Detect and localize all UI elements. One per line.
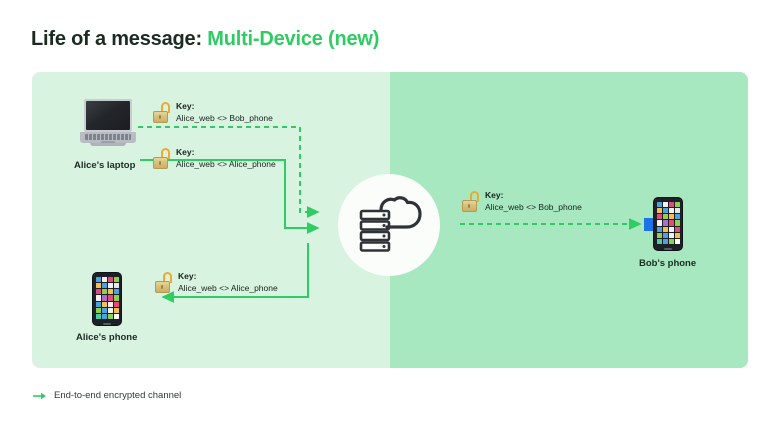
legend-label: End-to-end encrypted channel — [54, 390, 182, 401]
key-badge-laptop-to-bob: Key: Alice_web <> Bob_phone — [152, 101, 273, 124]
key-value: Alice_web <> Alice_phone — [178, 282, 278, 293]
alice-phone-icon — [92, 272, 122, 326]
app-grid — [95, 277, 119, 319]
key-label: Key: — [485, 190, 504, 200]
open-padlock-icon — [154, 272, 173, 293]
page-title-accent: Multi-Device (new) — [207, 28, 380, 50]
caption-alice-phone: Alice's phone — [76, 332, 138, 343]
laptop-icon — [80, 99, 136, 147]
key-value: Alice_web <> Alice_phone — [176, 158, 276, 169]
key-label: Key: — [176, 101, 195, 111]
open-padlock-icon — [152, 148, 171, 169]
key-value: Alice_web <> Bob_phone — [485, 201, 582, 212]
caption-alice-laptop: Alice's laptop — [74, 160, 136, 171]
key-badge-server-to-bob: Key: Alice_web <> Bob_phone — [461, 190, 582, 213]
key-label: Key: — [178, 271, 197, 281]
page-title-prefix: Life of a message: — [31, 28, 208, 50]
key-badge-server-to-alice-phone: Key: Alice_web <> Alice_phone — [154, 271, 278, 294]
page-title: Life of a message: Multi-Device (new) — [31, 28, 379, 51]
panel-server-side — [390, 72, 748, 368]
bob-phone-icon — [653, 197, 683, 251]
open-padlock-icon — [461, 191, 480, 212]
arrow-right-icon — [33, 392, 46, 399]
open-padlock-icon — [152, 102, 171, 123]
legend: End-to-end encrypted channel — [33, 390, 181, 401]
caption-bob-phone: Bob's phone — [639, 258, 697, 269]
cloud-server-icon — [338, 174, 440, 276]
key-value: Alice_web <> Bob_phone — [176, 112, 273, 123]
key-badge-laptop-to-alice-phone: Key: Alice_web <> Alice_phone — [152, 147, 276, 170]
app-grid — [656, 202, 680, 244]
key-label: Key: — [176, 147, 195, 157]
